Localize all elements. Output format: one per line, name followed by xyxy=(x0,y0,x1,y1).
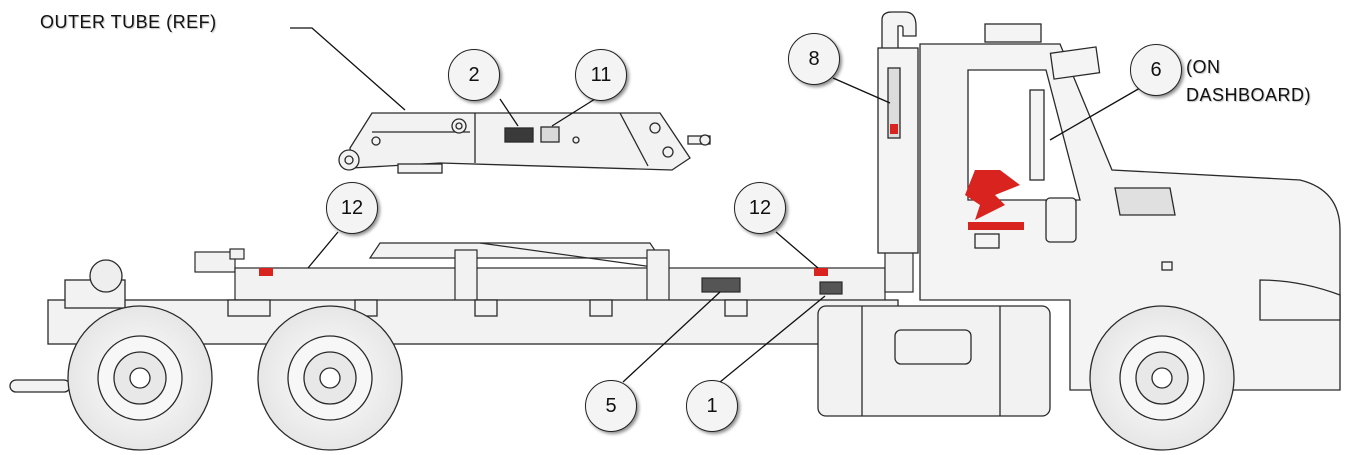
callout-5: 5 xyxy=(585,380,637,432)
hoist-arm-outer-tube xyxy=(338,112,711,174)
wheels xyxy=(67,259,1235,451)
front-wheel xyxy=(1089,305,1235,451)
outer-tube-label: OUTER TUBE (REF) xyxy=(40,12,217,32)
rear-wheel-2 xyxy=(257,305,403,451)
callout-11: 11 xyxy=(575,49,627,101)
on-dashboard-label-line2: DASHBOARD) xyxy=(1186,85,1312,105)
rear-tow-roller xyxy=(89,259,123,293)
truck-cab xyxy=(877,11,1341,391)
callout-6: 6 xyxy=(1130,44,1182,96)
callout-12-left: 12 xyxy=(326,182,378,234)
callout-8: 8 xyxy=(788,33,840,85)
rear-wheel-1 xyxy=(67,305,213,451)
leader-lines xyxy=(290,27,1141,383)
on-dashboard-label-line1: (ON xyxy=(1186,57,1221,77)
callout-2: 2 xyxy=(448,49,500,101)
callout-12-right: 12 xyxy=(734,182,786,234)
hooklift-subframe xyxy=(194,242,914,305)
fuel-tank xyxy=(817,305,1051,417)
callout-1: 1 xyxy=(686,380,738,432)
